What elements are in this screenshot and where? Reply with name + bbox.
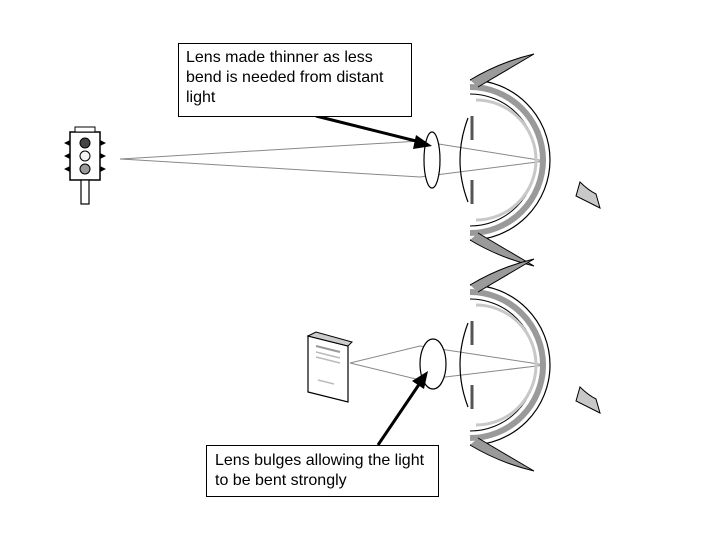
near-light-rays (349, 345, 546, 381)
arrow-top (315, 114, 432, 149)
book-icon (306, 331, 353, 403)
callout-thick-lens-text: Lens bulges allowing the light to be ben… (215, 452, 425, 489)
callout-thin-lens: Lens made thinner as less bend is needed… (178, 43, 412, 117)
arrow-bottom (376, 371, 428, 446)
eye-icon (460, 259, 600, 471)
callout-thick-lens: Lens bulges allowing the light to be ben… (206, 445, 439, 497)
callout-thin-lens-text: Lens made thinner as less bend is needed… (186, 49, 384, 106)
thin-lens (423, 131, 441, 189)
traffic-light-icon (64, 126, 106, 205)
distant-light-rays (119, 140, 546, 178)
eye-icon (460, 54, 600, 266)
